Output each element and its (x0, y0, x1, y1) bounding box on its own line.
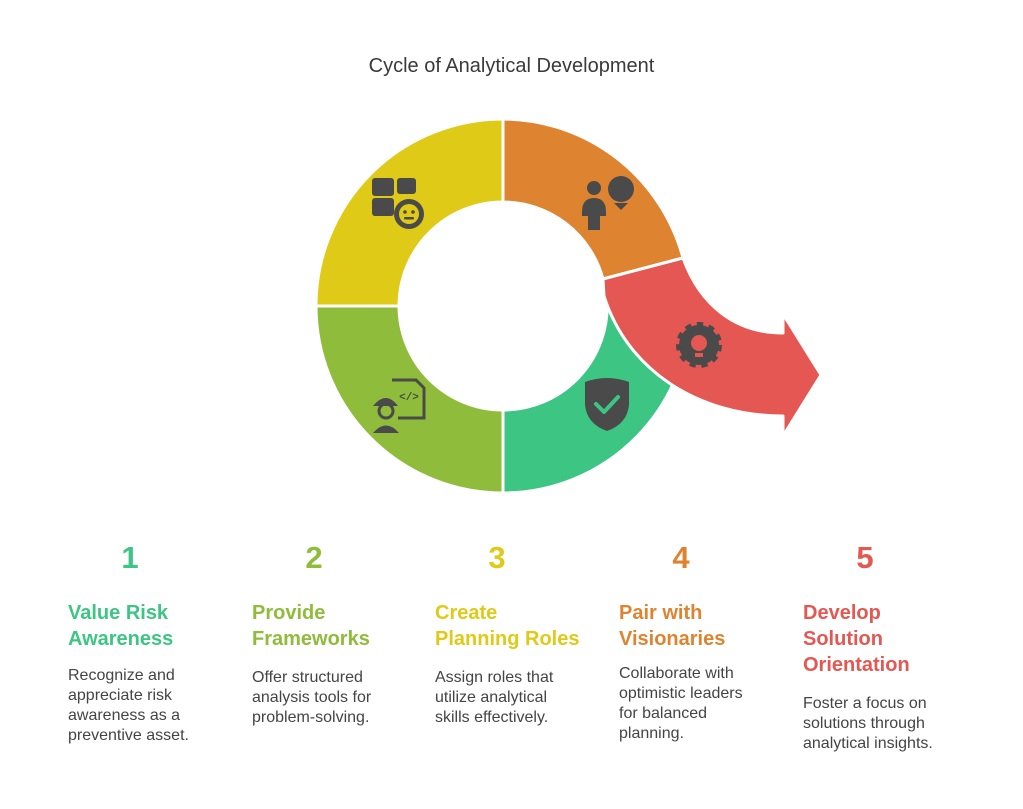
person-lightbulb-icon (582, 176, 634, 230)
step-description: Assign roles that utilize analytical ski… (435, 669, 554, 726)
segment-2-olive (314, 304, 505, 495)
step-description: Recognize and appreciate risk awareness … (68, 667, 189, 744)
step-title: Provide Frameworks (252, 602, 370, 650)
diagram-title: Cycle of Analytical Development (368, 55, 655, 77)
step-title: Create Planning Roles (435, 602, 580, 650)
puzzle-face-icon (372, 178, 424, 229)
step-description: Foster a focus on solutions through anal… (803, 695, 933, 752)
step-description: Offer structured analysis tools for prob… (252, 669, 372, 726)
step-number: 1 (121, 540, 139, 575)
shield-check-icon (585, 378, 629, 431)
step-number: 2 (305, 540, 323, 575)
step-number: 3 (488, 540, 506, 575)
cycle-diagram: </> (314, 117, 823, 495)
gear-bulb-icon (676, 322, 722, 368)
step-number: 5 (856, 540, 874, 575)
step-description: Collaborate with optimistic leaders for … (619, 665, 743, 742)
step-title: Pair with Visionaries (619, 602, 726, 650)
step-title: Value Risk Awareness (68, 602, 174, 650)
step-number: 4 (672, 540, 690, 575)
svg-text:</>: </> (399, 392, 419, 404)
engineer-code-icon: </> (373, 378, 426, 433)
step-title: Develop Solution Orientation (803, 602, 910, 676)
